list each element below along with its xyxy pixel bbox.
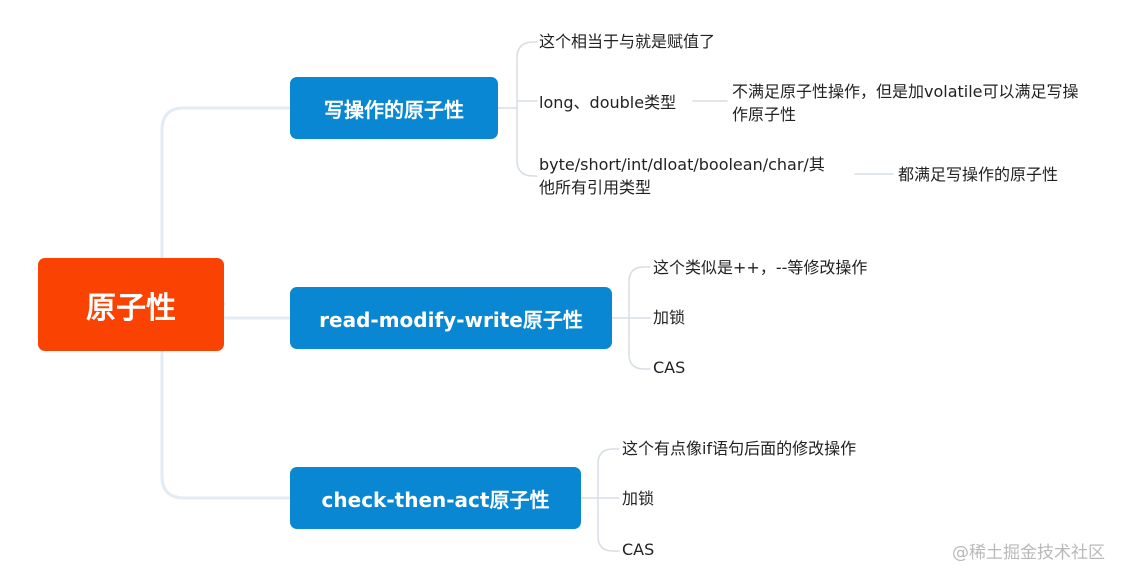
branch-node-read-modify-write: read-modify-write原子性 <box>290 287 612 349</box>
connector-branch1 <box>497 41 538 177</box>
leaf-node: CAS <box>622 540 655 559</box>
leaf-node: 这个相当于与就是赋值了 <box>539 32 716 51</box>
leaf-line: byte/short/int/dloat/boolean/char/其 <box>539 155 825 174</box>
leaf-line: 他所有引用类型 <box>539 178 652 197</box>
leaf-node: 加锁 <box>653 308 686 327</box>
leaf-detail-node: 不满足原子性操作，但是加volatile可以满足写操 作原子性 <box>732 80 1079 126</box>
root-node: 原子性 <box>38 258 224 351</box>
leaf-detail-line: 不满足原子性操作，但是加volatile可以满足写操 <box>732 82 1079 101</box>
leaf-node: 这个类似是++，--等修改操作 <box>653 258 868 277</box>
watermark: @稀土掘金技术社区 <box>952 543 1105 563</box>
leaf-detail-node: 都满足写操作的原子性 <box>898 165 1059 184</box>
leaf-node: long、double类型 <box>539 93 677 112</box>
leaf-node: CAS <box>653 358 686 377</box>
connector-branch3 <box>580 448 620 552</box>
leaf-node: 加锁 <box>622 489 655 508</box>
leaf-node: byte/short/int/dloat/boolean/char/其 他所有引… <box>539 153 825 199</box>
branch-node-check-then-act: check-then-act原子性 <box>290 467 581 529</box>
leaf-node: 这个有点像if语句后面的修改操作 <box>622 439 857 458</box>
leaf-detail-line: 作原子性 <box>732 105 797 124</box>
branch-node-write-atomicity: 写操作的原子性 <box>290 77 498 139</box>
connector-branch2 <box>611 266 651 370</box>
